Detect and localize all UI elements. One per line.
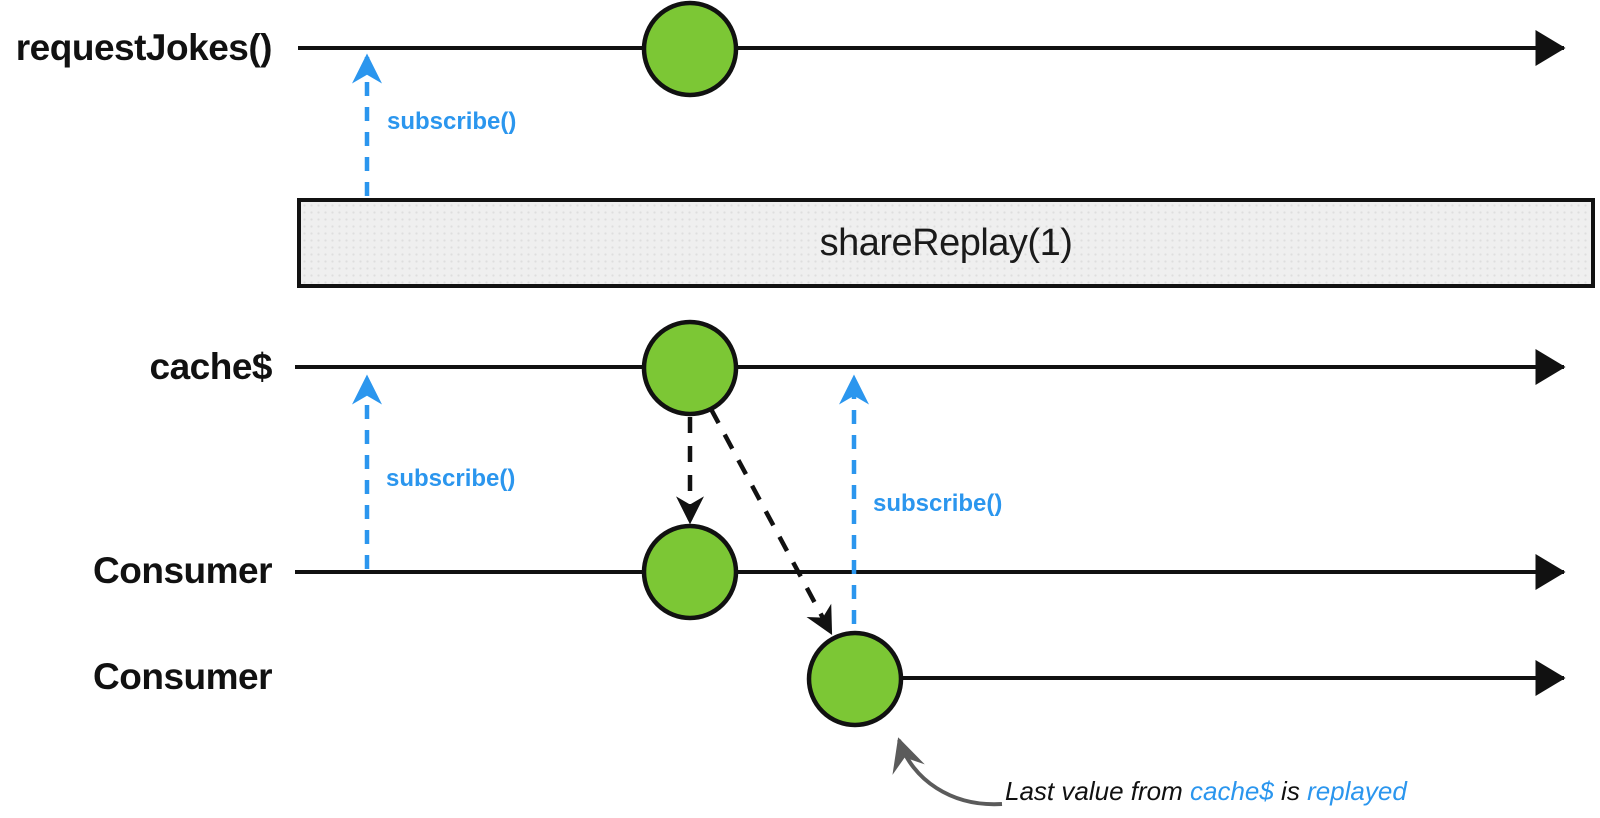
replay-annotation: Last value from cache$ is replayed: [1005, 776, 1407, 807]
operator-box: shareReplay(1): [297, 198, 1595, 288]
marble-consumer1: [641, 523, 739, 621]
annotation-cache-ref: cache$: [1189, 776, 1274, 806]
subscribe-label-consumer2: subscribe(): [873, 490, 1003, 517]
subscribe-label-consumer1: subscribe(): [386, 465, 516, 492]
annotation-prefix: Last value from: [1005, 776, 1190, 806]
marble-cache: [641, 319, 739, 417]
marble-requestjokes: [641, 0, 739, 98]
stream-label-cache: cache$: [149, 346, 273, 387]
stream-label-consumer2: Consumer: [93, 656, 272, 697]
operator-box-label: shareReplay(1): [819, 221, 1073, 264]
stream-label-consumer1: Consumer: [93, 550, 272, 591]
stream-label-requestjokes: requestJokes(): [15, 27, 273, 68]
annotation-middle: is: [1273, 776, 1308, 806]
annotation-suffix: replayed: [1307, 776, 1407, 806]
marble-consumer2-replayed: [806, 630, 904, 728]
emit-arrow-cache-to-consumer2-icon: [709, 407, 833, 636]
annotation-curve-arrow-icon: [892, 737, 1003, 807]
subscribe-label-requestjokes: subscribe(): [387, 108, 517, 135]
